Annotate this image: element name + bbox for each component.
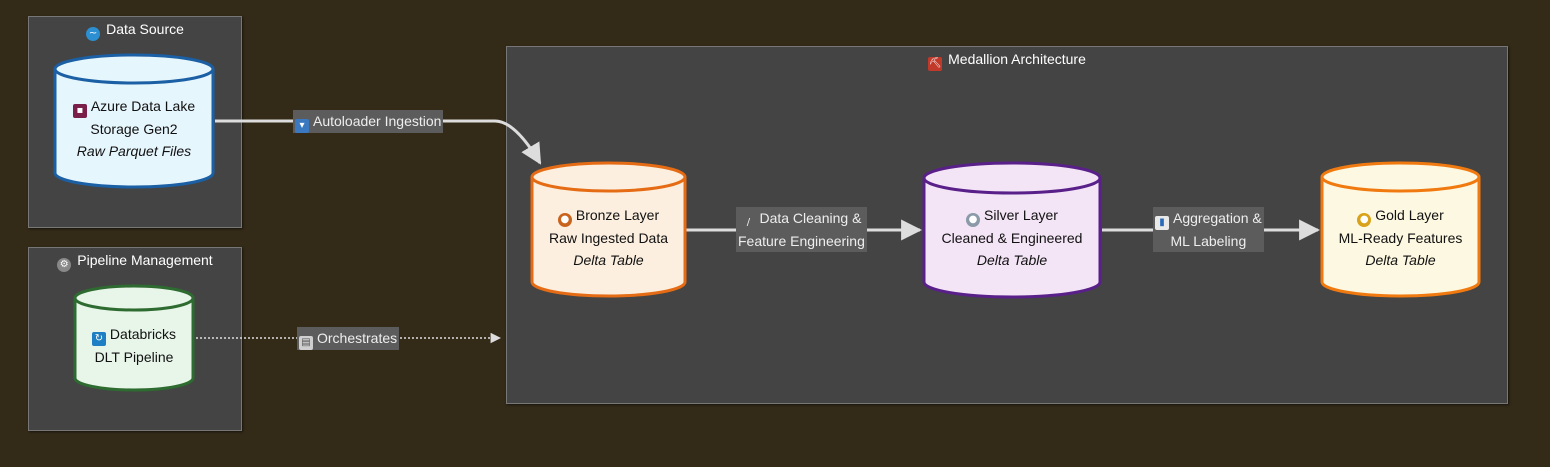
medallion-title: Medallion Architecture bbox=[948, 51, 1086, 67]
ingest-edge-label: ▾Autoloader Ingestion bbox=[293, 110, 444, 133]
azure-data-lake-label: ▪Azure Data Lake Storage Gen2 Raw Parque… bbox=[55, 95, 213, 162]
bronze-layer-node[interactable] bbox=[530, 161, 687, 298]
orchestrate-edge-label: ▤Orchestrates bbox=[297, 327, 400, 350]
clipboard-icon: ▤ bbox=[299, 336, 313, 350]
dlt-cylinder-body bbox=[73, 284, 195, 392]
refresh-icon: ↻ bbox=[91, 332, 106, 346]
bar-chart-icon: ▮ bbox=[1155, 216, 1169, 230]
construction-icon: ⛏ bbox=[928, 57, 943, 71]
dlt-cylinder-rim bbox=[73, 297, 195, 312]
gold-cylinder-rim bbox=[1320, 176, 1481, 193]
silver-layer-label: ●Silver Layer Cleaned & Engineered Delta… bbox=[941, 207, 1083, 268]
adls-cylinder-rim bbox=[53, 68, 215, 85]
bronze-medal-icon: ● bbox=[557, 213, 572, 227]
gold-layer-node[interactable] bbox=[1320, 161, 1481, 298]
aggregate-edge-label: ▮Aggregation & ML Labeling bbox=[1153, 207, 1264, 252]
gear-icon: ⚙ bbox=[57, 258, 72, 272]
databricks-dlt-node[interactable] bbox=[73, 284, 195, 392]
databricks-dlt-label: ↻Databricks DLT Pipeline bbox=[75, 323, 193, 368]
silver-layer-node[interactable] bbox=[922, 161, 1102, 299]
bronze-layer-label: ●Bronze Layer Raw Ingested Data Delta Ta… bbox=[548, 207, 669, 268]
silver-cylinder-rim bbox=[922, 177, 1102, 195]
bronze-cylinder-body bbox=[530, 161, 687, 298]
clean-edge-label: /Data Cleaning & Feature Engineering bbox=[736, 207, 867, 252]
floppy-disk-icon: ▪ bbox=[72, 104, 87, 118]
silver-medal-icon: ● bbox=[966, 213, 981, 227]
gold-cylinder-body bbox=[1320, 161, 1481, 298]
data-source-title: Data Source bbox=[106, 21, 184, 37]
ingest-edge bbox=[215, 119, 542, 165]
adls-cylinder-body bbox=[53, 53, 215, 189]
gold-layer-label: ●Gold Layer ML-Ready Features Delta Tabl… bbox=[1338, 207, 1463, 268]
bronze-cylinder-rim bbox=[530, 176, 687, 193]
silver-cylinder-body bbox=[922, 161, 1102, 299]
pipeline-management-title: Pipeline Management bbox=[77, 252, 213, 268]
broom-icon: / bbox=[746, 217, 751, 228]
inbox-tray-icon: ▾ bbox=[295, 119, 309, 133]
azure-data-lake-node[interactable] bbox=[53, 53, 215, 189]
gold-medal-icon: ● bbox=[1357, 213, 1372, 227]
wave-icon: ~ bbox=[86, 27, 101, 41]
